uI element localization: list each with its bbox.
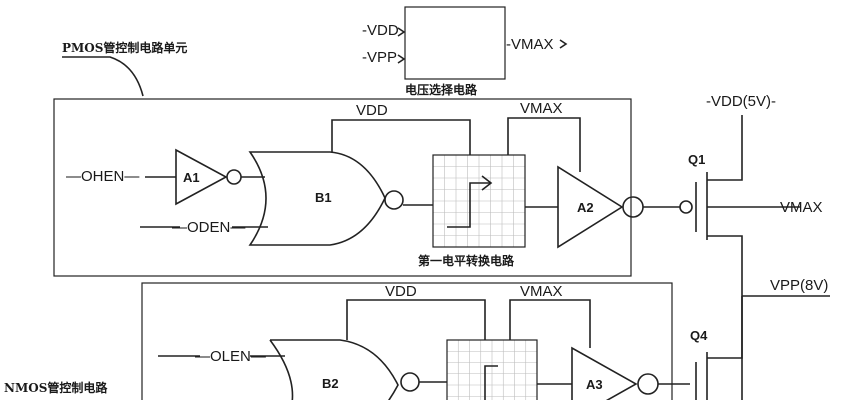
a2-label: A2 [577,200,594,215]
b1-bubble [384,190,404,210]
a3-label: A3 [586,377,603,392]
vmax-output-label: -VMAX [506,36,554,53]
vdd-5v-label: -VDD(5V)- [706,93,776,110]
vpp-input-arrow [397,54,406,64]
vmax-output-arrow [559,39,568,49]
b2-label: B2 [322,376,339,391]
b2-bubble [400,372,420,392]
oden-input-label: —ODEN— [172,219,245,236]
q4-drain [707,296,743,359]
level-shifter-1 [432,154,526,248]
level-shifter-2 [446,339,538,400]
a1-label: A1 [183,170,200,185]
vdd-input-label: -VDD [362,22,399,39]
q4-label: Q4 [690,328,708,343]
a2-bubble [622,196,644,218]
a1-bubble [226,169,242,185]
level-shifter-1-box [432,154,526,248]
q1-transistor: Q1 [688,115,800,400]
vmax-q1-label: VMAX [780,199,823,216]
level-shifter-1-symbol [447,182,490,228]
voltage-selection-box [404,6,506,80]
b1-nor-gate [248,151,386,246]
a3-bubble [637,373,659,395]
nmos-control-unit-box [141,282,673,400]
vdd-rail-label-2: VDD [385,283,417,300]
a2-inverter [557,165,624,249]
vpp-input-label: -VPP [362,49,397,66]
pmos-unit-caption: PMOS管控制电路单元 [62,40,187,55]
vmax-rail-label-2: VMAX [520,283,563,300]
nmos-unit-caption: NMOS管控制电路 [4,380,108,395]
pmos-control-unit-box [53,98,632,277]
a3-inverter [571,346,638,400]
vpp-8v-label: VPP(8V) [770,277,828,294]
vdd-rail-label-1: VDD [356,102,388,119]
vmax-rail-label-1: VMAX [520,100,563,117]
q1-gate-bubble [679,200,693,214]
vdd-input-arrow [397,27,406,37]
q1-source [707,235,743,400]
a1-inverter [175,148,228,206]
b2-nor-gate [269,339,399,400]
level-shifter-2-box [446,339,538,400]
level-shift-1-caption: 第一电平转换电路 [418,253,515,268]
pmos-leader-line [62,56,144,97]
q1-drain [707,115,743,181]
vmax-rail-1 [507,117,581,172]
vdd-rail-2 [346,299,486,340]
q1-label: Q1 [688,152,705,167]
level-shifter-1-arrow [481,175,493,191]
ohen-input-label: —OHEN— [66,168,139,185]
q4-transistor: Q4 [690,296,743,400]
olen-input-label: —OLEN— [195,348,266,365]
level-shifter-2-symbol [484,365,498,400]
vmax-rail-2 [509,299,591,348]
voltage-selection-block: -VDD -VPP -VMAX 电压选择电路 [362,6,568,97]
vdd-rail-1 [331,119,471,155]
b1-label: B1 [315,190,332,205]
voltage-selection-caption: 电压选择电路 [405,82,478,97]
